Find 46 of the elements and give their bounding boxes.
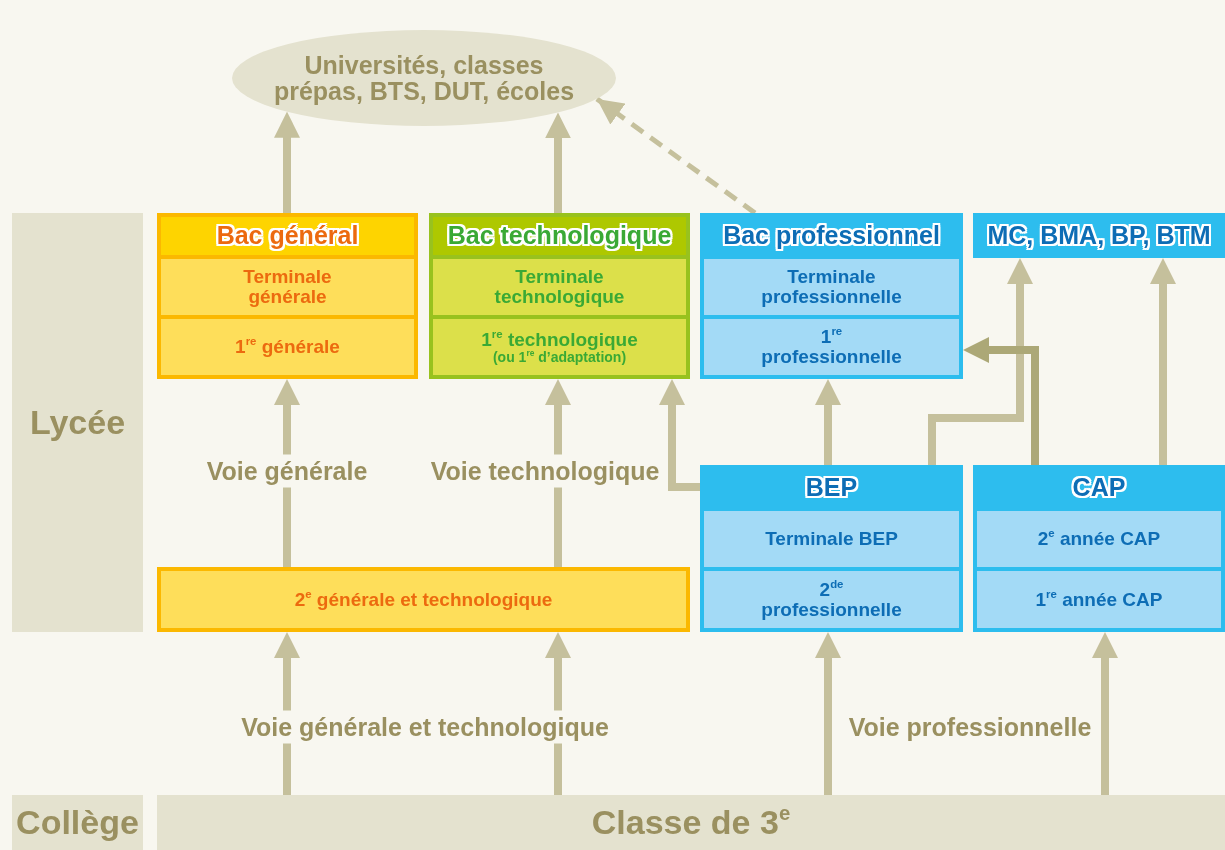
arrow (928, 258, 1033, 465)
arrow (1092, 632, 1118, 795)
diploma-heading: BEP (804, 471, 859, 503)
arrow (274, 111, 300, 213)
year-label: 2$^{e}$ générale et technologique (294, 589, 553, 610)
year-note: (ou 1$^{re}$ d’adaptation) (492, 349, 627, 365)
level-label: Collège (16, 804, 139, 841)
arrow (274, 379, 300, 567)
year-label: 1$^{re}$ technologique (481, 329, 638, 350)
level-band (12, 213, 143, 632)
diploma-heading: Bac général (215, 219, 360, 251)
destination-label: Universités, classes prépas, BTS, DUT, écoles (272, 51, 576, 105)
year-label: Terminale technologique (493, 267, 626, 307)
year-label: 2$^{de}$ professionnelle (760, 579, 903, 620)
diploma-heading: CAP (1071, 471, 1127, 503)
year-label: Terminale BEP (765, 529, 898, 549)
year-label: 1$^{re}$ générale (235, 337, 340, 357)
arrow (815, 632, 841, 795)
diploma-heading: MC, BMA, BP, BTM (986, 219, 1212, 251)
diploma-box (700, 213, 963, 379)
diploma-box (700, 465, 963, 632)
arrow (274, 632, 300, 795)
level-band (12, 795, 143, 850)
diploma-box (973, 213, 1225, 258)
year-label: 1$^{re}$ année CAP (1035, 589, 1163, 610)
diploma-heading: Bac professionnel (722, 219, 941, 251)
arrow (815, 379, 841, 465)
level-label: Classe de 3$^{e}$ (591, 804, 791, 841)
year-label: Terminale générale (242, 267, 333, 307)
year-label: 1$^{re}$ professionnelle (760, 327, 903, 367)
arrow (659, 379, 700, 491)
year-label: Terminale professionnelle (760, 267, 903, 307)
arrow (1150, 258, 1176, 465)
arrow (545, 112, 571, 213)
level-bar (157, 795, 1225, 850)
diploma-box (157, 213, 418, 379)
diploma-box (429, 213, 690, 379)
arrow (963, 337, 1039, 465)
diploma-heading: Bac technologique (446, 219, 673, 251)
dashed-arrow (595, 96, 757, 216)
year-label: 2$^{e}$ année CAP (1037, 529, 1161, 549)
year-box (157, 567, 690, 632)
diploma-box (973, 465, 1225, 632)
arrow (545, 379, 571, 567)
arrow (545, 632, 571, 795)
level-label: Lycée (29, 404, 126, 441)
